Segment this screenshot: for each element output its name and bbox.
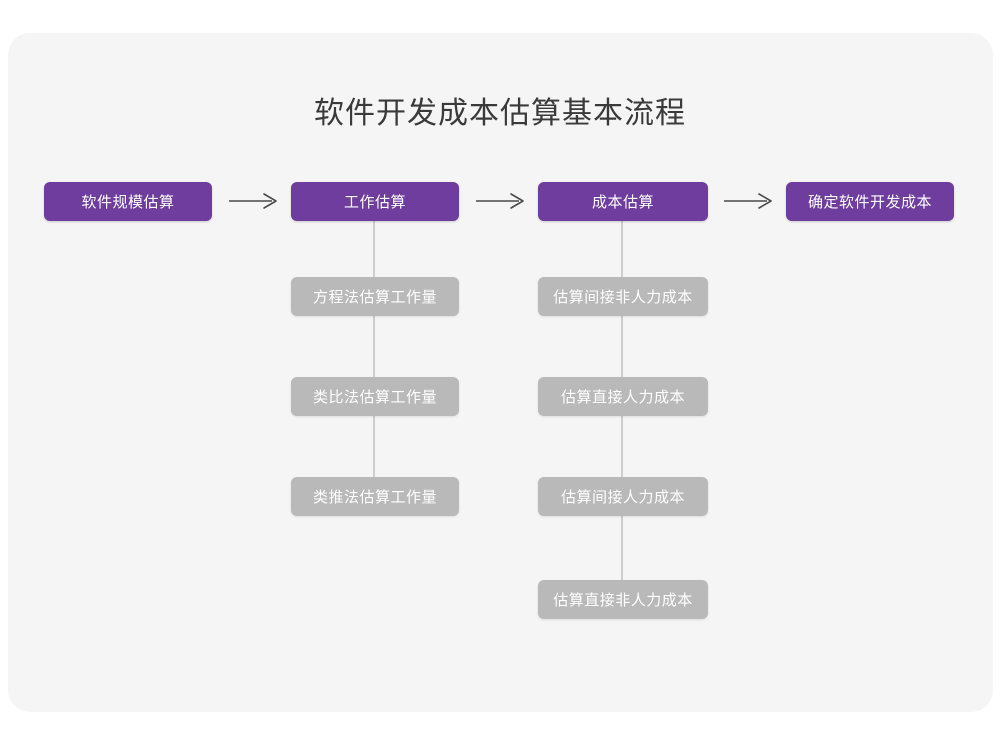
flow-step-1[interactable]: 软件规模估算 [44, 182, 212, 221]
flow-step-4[interactable]: 确定软件开发成本 [786, 182, 954, 221]
flow-arrow-icon-2 [475, 191, 527, 211]
branch-1-node-2[interactable]: 类比法估算工作量 [291, 377, 459, 416]
branch-2-node-3[interactable]: 估算间接人力成本 [538, 477, 708, 516]
branch-2-node-2[interactable]: 估算直接人力成本 [538, 377, 708, 416]
flow-step-2[interactable]: 工作估算 [291, 182, 459, 221]
branch-2-node-1[interactable]: 估算间接非人力成本 [538, 277, 708, 316]
diagram-card [8, 33, 993, 712]
flow-arrow-icon-3 [723, 191, 775, 211]
branch-2-node-4[interactable]: 估算直接非人力成本 [538, 580, 708, 619]
flow-step-3[interactable]: 成本估算 [538, 182, 708, 221]
page-title: 软件开发成本估算基本流程 [314, 97, 686, 130]
branch-1-node-1[interactable]: 方程法估算工作量 [291, 277, 459, 316]
flow-arrow-icon-1 [228, 191, 280, 211]
branch-1-node-3[interactable]: 类推法估算工作量 [291, 477, 459, 516]
branch-connector-line-1 [373, 221, 375, 497]
